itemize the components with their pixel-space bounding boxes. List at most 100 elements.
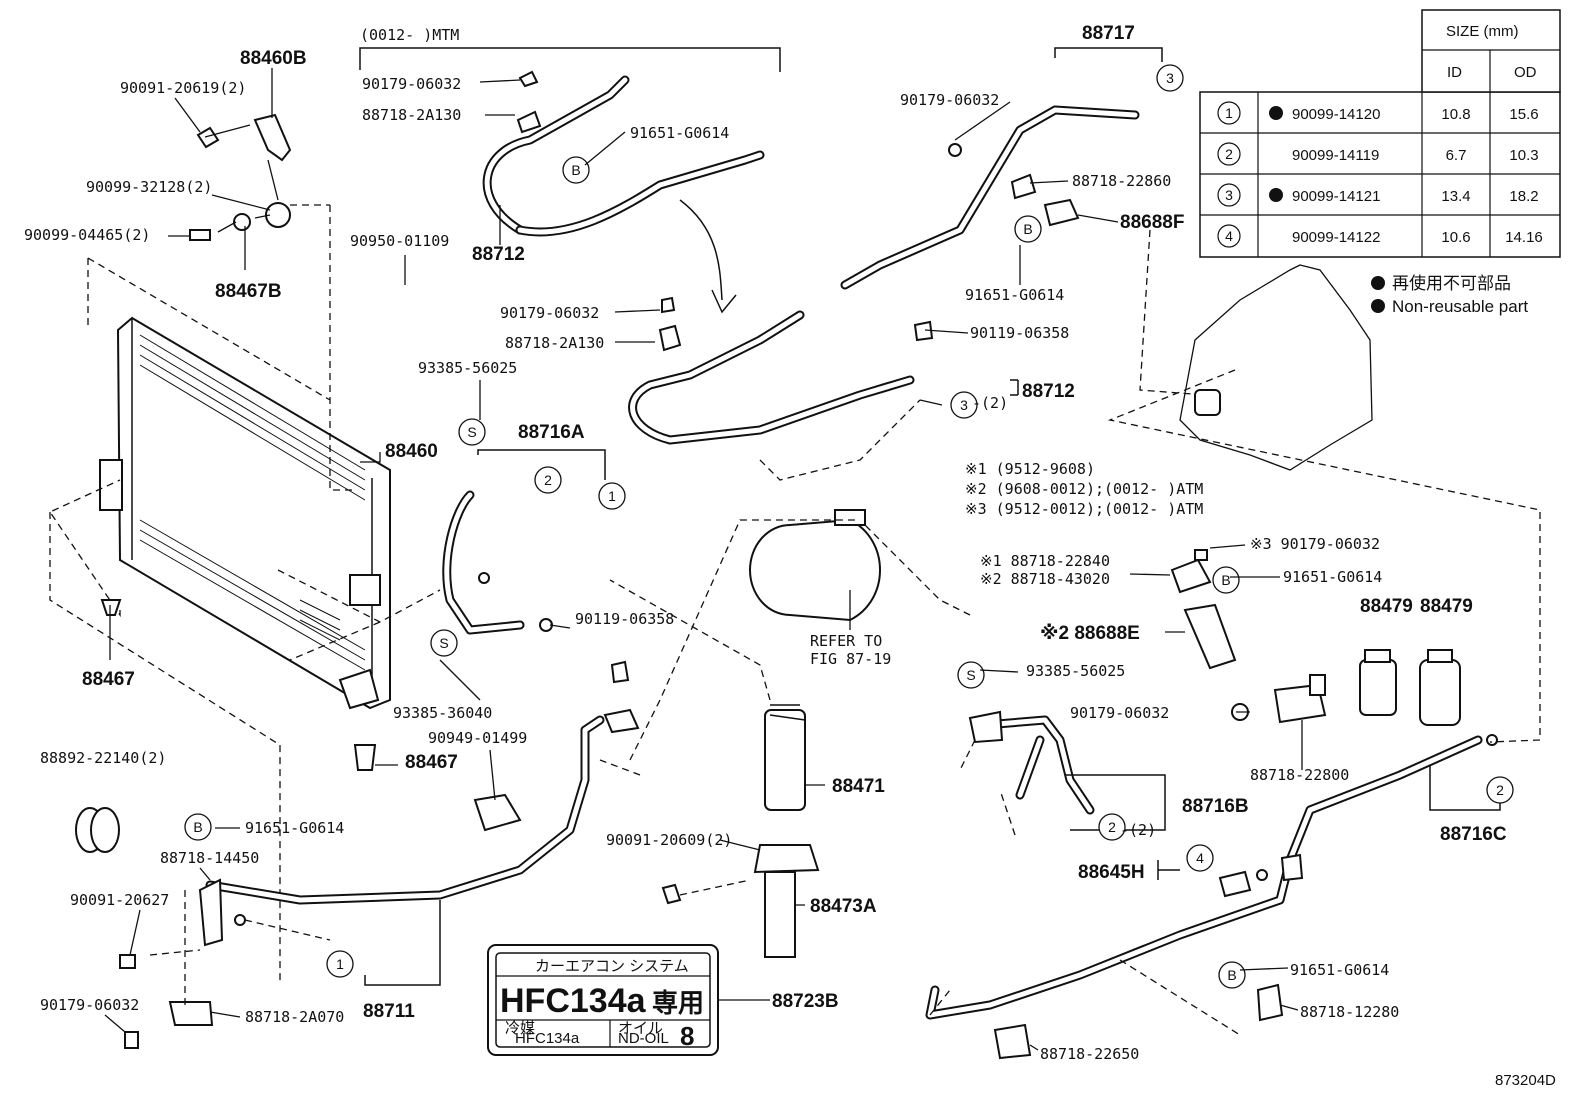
callout-88718-2a130-a: 88718-2A130 [362,106,461,124]
callout-circle-one: 1 [326,950,354,978]
callout-3-qty: -(2) [972,394,1008,412]
svg-text:2: 2 [1496,782,1504,798]
bracket-88473a [661,844,820,958]
callout-88467-b: 88467 [405,752,458,773]
group-header: (0012- )MTM [360,26,459,44]
legend-jp: 再使用不可部品 [1392,273,1511,293]
callout-91651-d: 91651-G0614 [1283,568,1382,586]
callout-circle-two: 2 [1098,813,1126,841]
svg-text:S: S [439,635,448,651]
callout-88460b: 88460B [240,48,307,69]
callout-90179-e: ※3 90179-06032 [1250,535,1380,553]
nonreusable-dot-icon [1269,106,1283,120]
plate-refrigerant-label: 冷媒 [505,1020,535,1037]
svg-text:3: 3 [960,397,968,413]
svg-text:B: B [571,162,580,178]
row-od: 14.16 [1505,229,1543,246]
compressor-outline [1179,264,1373,471]
callout-91651-c: 91651-G0614 [965,286,1064,304]
refer-text-1: REFER TO [810,632,882,650]
callout-90119-a: 90119-06358 [575,610,674,628]
bracket-88460b [100,113,377,771]
row-id: 10.6 [1441,229,1470,246]
callout-90119-b: 90119-06358 [970,324,1069,342]
row-id: 6.7 [1446,147,1467,164]
callout-90091-20619: 90091-20619(2) [120,79,246,97]
callout-90179-d: 90179-06032 [900,91,999,109]
condenser-guides [49,204,355,985]
callout-88718-22860: 88718-22860 [1072,172,1171,190]
callout-88712-b: 88712 [1022,381,1075,402]
callout-91651-b: 91651-G0614 [245,819,344,837]
row-number-circle [1217,142,1241,166]
callout-88892: 88892-22140(2) [40,749,166,767]
group-bracket [359,47,781,72]
row-number-circle [1217,183,1241,207]
row-part-number: 90099-14120 [1292,106,1380,123]
pipe-88711 [205,715,605,905]
figure-id: 873204D [1495,1072,1556,1089]
callout-circle-s: S [957,661,985,689]
callout-88718-2a130-b: 88718-2A130 [505,334,604,352]
callout-90099-32128: 90099-32128(2) [86,178,212,196]
callout-circle-b: B [184,813,212,841]
callout-88688e: ※2 88688E [1040,623,1140,644]
oil-88479-a [1359,659,1397,716]
callout-88479-a: 88479 [1360,596,1413,617]
callout-93385-36040: 93385-36040 [393,704,492,722]
svg-text:3: 3 [1166,70,1174,86]
callout-circle-one: 1 [598,482,626,510]
callout-88723b: 88723B [772,991,839,1012]
note-2: ※2 (9608-0012);(0012- )ATM [965,480,1203,498]
callout-90949: 90949-01499 [428,729,527,747]
callout-88716b: 88716B [1182,796,1249,817]
plate-kanji: 専用 [652,989,704,1019]
row-number: 3 [1225,187,1233,203]
callout-circle-three: 3 [950,391,978,419]
row-number-circle [1217,101,1241,125]
callout-88712-a: 88712 [472,244,525,265]
size-table [1199,9,1561,258]
callout-circle-b: B [562,156,590,184]
callout-circle-s: S [458,418,486,446]
callout-2-qty: -(2) [1120,821,1156,839]
callout-88716c: 88716C [1440,824,1507,845]
callout-88460: 88460 [385,441,438,462]
row-od: 10.3 [1509,147,1538,164]
switch-88645h [1218,869,1268,898]
callout-circle-b: B [1212,566,1240,594]
row-number: 1 [1225,105,1233,121]
callout-88718-43020: ※2 88718-43020 [980,570,1110,588]
svg-text:S: S [966,667,975,683]
plate-oil-value: ND-OIL [618,1030,669,1047]
svg-text:1: 1 [336,956,344,972]
clamp-88892 [75,807,120,853]
callout-88718-22840: ※1 88718-22840 [980,552,1110,570]
flow-arrow [679,199,737,314]
row-id: 13.4 [1441,188,1470,205]
row-od: 15.6 [1509,106,1538,123]
callout-88645h: 88645H [1078,862,1145,883]
callout-93385-56025-a: 93385-56025 [418,359,517,377]
callout-circle-two: 2 [534,466,562,494]
svg-text:1: 1 [608,488,616,504]
callout-90179-c: 90179-06032 [40,996,139,1014]
pipe-88716c [925,735,1483,1020]
callout-88711: 88711 [363,1001,415,1022]
callout-91651-e: 91651-G0614 [1290,961,1389,979]
callout-circle-two: 2 [1486,776,1514,804]
note-3: ※3 (9512-0012);(0012- )ATM [965,500,1203,518]
callout-88718-22650: 88718-22650 [1040,1045,1139,1063]
label-plate-88723b [487,944,719,1056]
row-part-number: 90099-14119 [1292,147,1379,164]
condenser [99,316,391,710]
callout-88717: 88717 [1082,23,1135,44]
callout-90179-f: 90179-06032 [1070,704,1169,722]
callout-circle-four: 4 [1186,844,1214,872]
plate-oil-label: オイル [618,1020,663,1037]
svg-text:2: 2 [544,472,552,488]
